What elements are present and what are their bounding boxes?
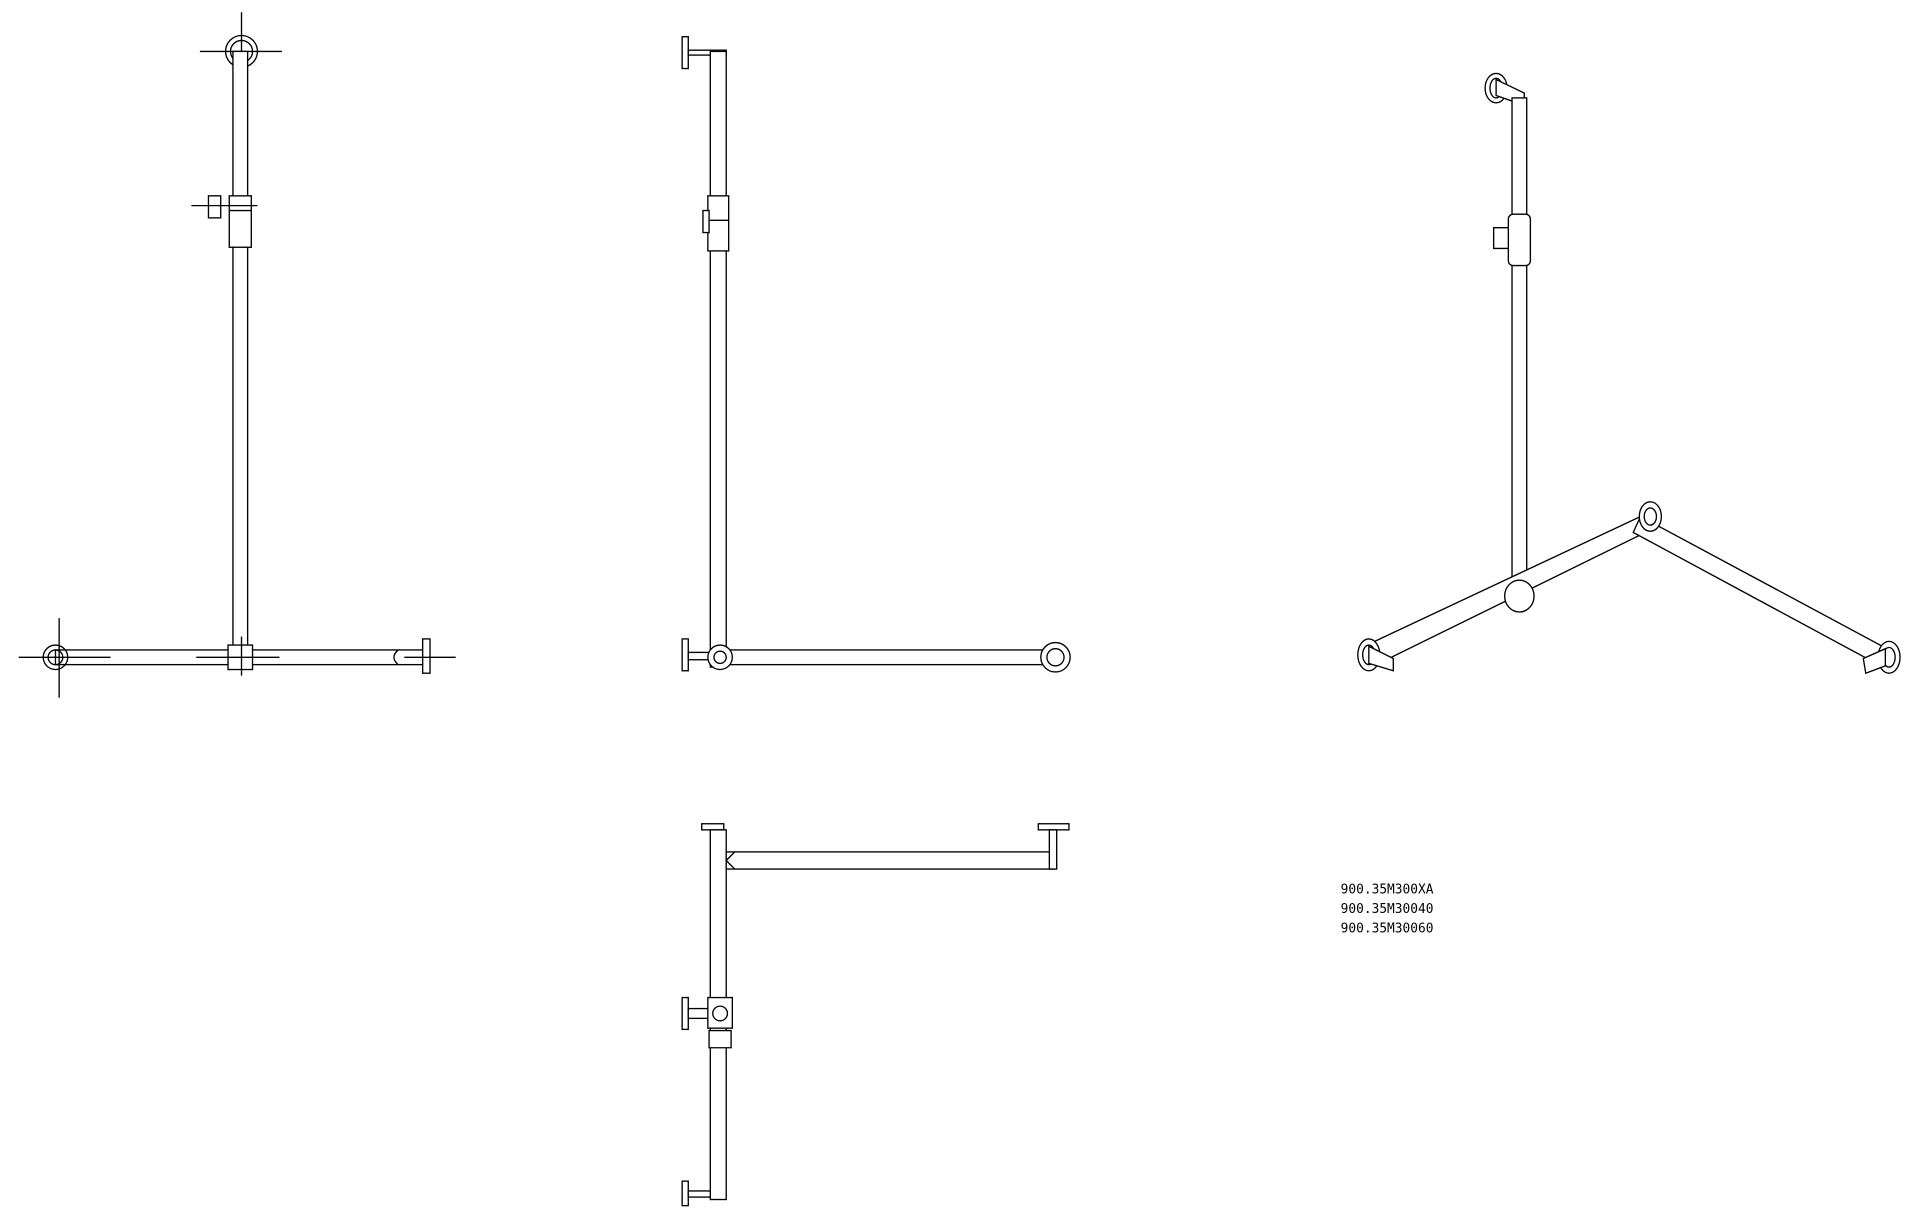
isometric-view — [1357, 72, 1901, 675]
part-number-list: 900.35M300XA 900.35M30040 900.35M30060 — [1341, 883, 1434, 937]
front-view — [18, 12, 456, 698]
plan-view — [681, 823, 1070, 1207]
part-number: 900.35M30060 — [1341, 922, 1434, 937]
part-number: 900.35M30040 — [1341, 902, 1434, 917]
part-number: 900.35M300XA — [1341, 883, 1434, 898]
side-view — [681, 36, 1071, 673]
